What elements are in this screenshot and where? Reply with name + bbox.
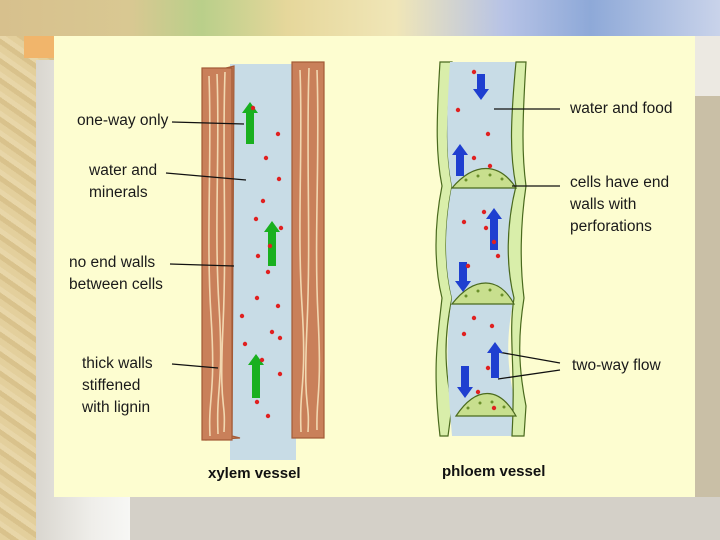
label-line: minerals [89,182,157,204]
particle-dot [276,304,280,308]
particle-dot [472,70,476,74]
particle-dot [243,342,247,346]
particle-dot [255,400,259,404]
label-line: stiffened [82,375,153,397]
label-thick-walls: thick walls stiffened with lignin [82,353,153,419]
background-floral-strip [0,0,720,36]
particle-dot [266,270,270,274]
label-water-and-food: water and food [570,98,673,120]
xylem-vessel [202,62,324,460]
label-line: thick walls [82,353,153,375]
particle-dot [476,390,480,394]
label-line: walls with [570,194,669,216]
particle-dot [254,217,258,221]
label-line: between cells [69,274,163,296]
label-line: with lignin [82,397,153,419]
particle-dot [261,199,265,203]
particle-dot [472,156,476,160]
particle-dot [496,254,500,258]
particle-dot [462,332,466,336]
particle-dot [490,324,494,328]
particle-dot [492,240,496,244]
particle-dot [260,358,264,362]
background-accent [24,36,54,58]
particle-dot [278,336,282,340]
particle-dot [240,314,244,318]
diagram-panel: one-way only water and minerals no end w… [54,36,695,497]
label-line: no end walls [69,252,163,274]
caption-phloem-vessel: phloem vessel [442,462,545,482]
particle-dot [268,244,272,248]
particle-dot [456,108,460,112]
particle-dot [255,296,259,300]
particle-dot [486,132,490,136]
phloem-vessel [436,62,526,436]
label-line: cells have end [570,172,669,194]
particle-dot [278,372,282,376]
particle-dot [482,210,486,214]
label-line: water and [89,160,157,182]
particle-dot [486,366,490,370]
particle-dot [256,254,260,258]
label-two-way-flow: two-way flow [572,355,661,377]
background-right-shade [695,36,720,96]
particle-dot [266,414,270,418]
background-bottom-band [130,497,720,540]
particle-dot [484,226,488,230]
phloem-lumen [446,62,516,436]
particle-dot [466,264,470,268]
particle-dot [279,226,283,230]
caption-xylem-vessel: xylem vessel [208,464,301,484]
label-one-way-only: one-way only [77,110,168,132]
particle-dot [462,220,466,224]
particle-dot [277,177,281,181]
particle-dot [251,106,255,110]
particle-dot [270,330,274,334]
particle-dot [492,406,496,410]
label-line: perforations [570,216,669,238]
particle-dot [264,156,268,160]
label-no-end-walls: no end walls between cells [69,252,163,296]
label-water-and-minerals: water and minerals [89,160,157,204]
particle-dot [276,132,280,136]
label-cells-end-walls: cells have end walls with perforations [570,172,669,238]
particle-dot [472,316,476,320]
particle-dot [488,164,492,168]
